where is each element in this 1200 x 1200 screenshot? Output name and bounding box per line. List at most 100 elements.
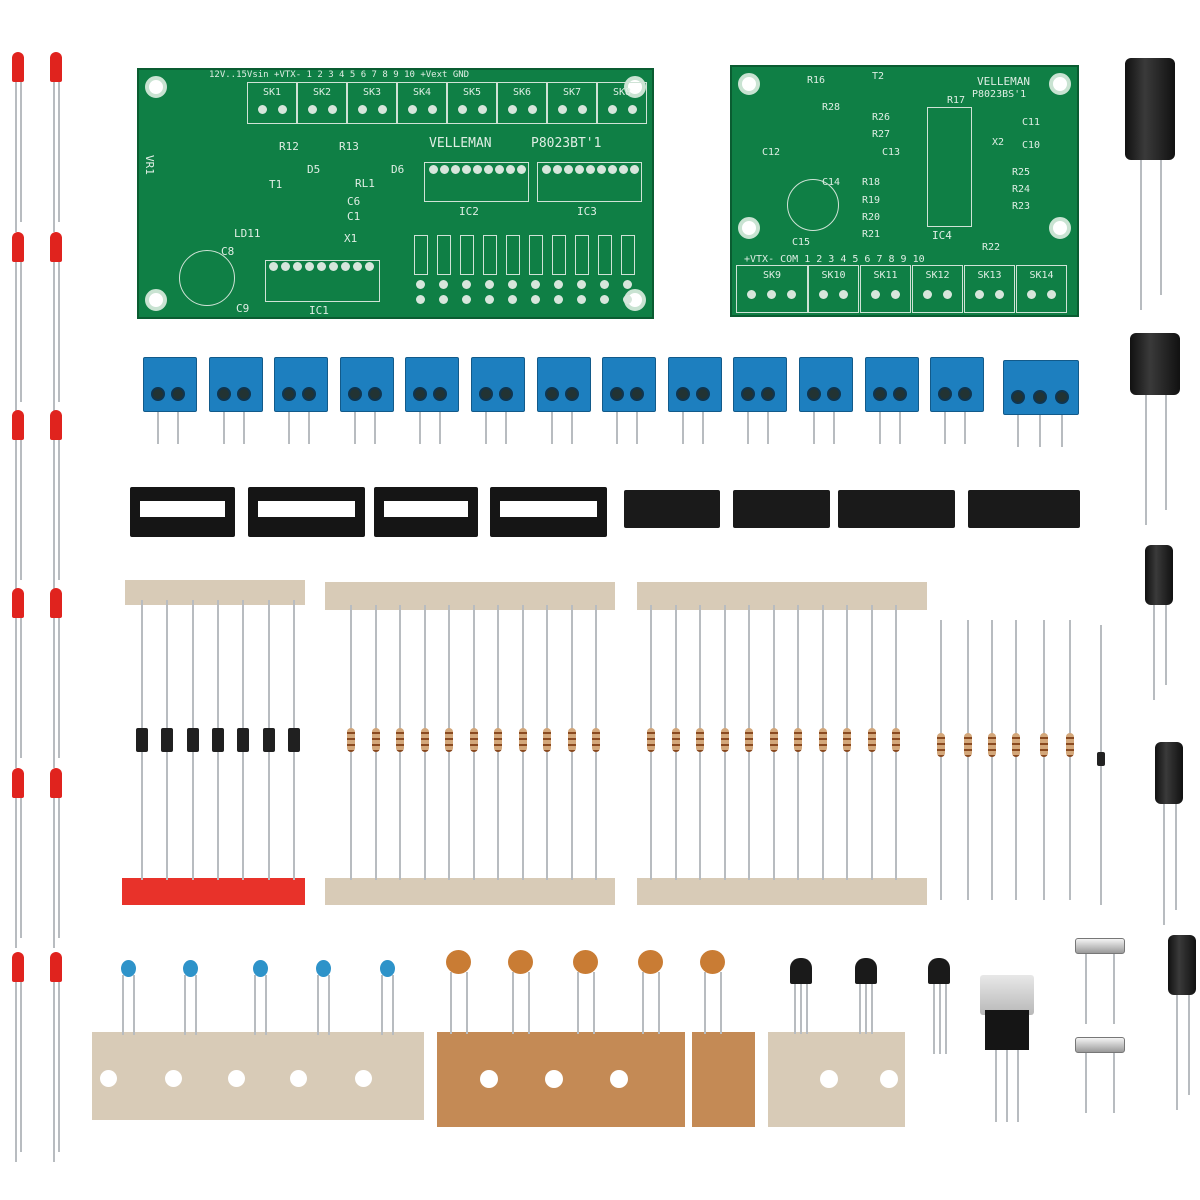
pad [575, 165, 584, 174]
transistor-lead [806, 984, 808, 1034]
terminal-body [799, 357, 853, 412]
electrolytic-capacitor [1130, 333, 1180, 525]
led-lead [53, 440, 55, 590]
screw [1055, 390, 1069, 404]
transistor-lead [794, 984, 796, 1034]
pad [1027, 290, 1036, 299]
terminal-body [143, 357, 197, 412]
part-label: C12 [762, 147, 781, 158]
screw [807, 387, 821, 401]
connector-footprint: SK6 [497, 82, 547, 124]
screw [302, 387, 317, 401]
red-led [12, 232, 26, 422]
terminal-pin [878, 412, 881, 444]
pad [462, 280, 471, 289]
diode-body [237, 728, 250, 752]
pad [597, 165, 606, 174]
screw [216, 387, 231, 401]
diode-body [136, 728, 148, 752]
to92-transistor [855, 958, 877, 984]
label-c1: C1 [347, 210, 361, 223]
led-lead [58, 82, 60, 222]
resistor-body [518, 728, 527, 752]
led-lead [15, 982, 17, 1162]
red-led [50, 588, 64, 778]
led-lead [53, 982, 55, 1162]
diode-tape-top [125, 580, 305, 605]
terminal-pin [616, 412, 619, 444]
resistor-body [1066, 733, 1074, 757]
capacitor-lead [1176, 995, 1179, 1110]
terminal-pin [419, 412, 422, 444]
resistor-footprint [506, 235, 520, 275]
terminal-body [864, 357, 919, 412]
pad [630, 165, 639, 174]
screw [236, 387, 251, 401]
pad [428, 105, 437, 114]
ic-socket [130, 487, 235, 537]
crystal-lead [1085, 1053, 1087, 1113]
terminal-block-2pin [667, 357, 724, 447]
led-body [50, 410, 62, 440]
part-label: R23 [1012, 201, 1031, 212]
diode-body [211, 728, 224, 752]
screw [741, 387, 756, 401]
ic2-footprint [424, 162, 529, 202]
resistor-body [469, 728, 478, 752]
screw [499, 387, 513, 401]
resistor-footprint [460, 235, 474, 275]
tape-hole [165, 1070, 182, 1087]
led-body [12, 232, 24, 262]
ic-chip [838, 490, 955, 528]
terminal-pin [681, 412, 684, 444]
pad [553, 165, 562, 174]
transistor-lead [800, 984, 802, 1034]
screw [695, 387, 710, 401]
tape-hole [355, 1070, 372, 1087]
transistor-lead [933, 984, 935, 1054]
pad [416, 295, 425, 304]
transistor-lead [939, 984, 941, 1054]
red-led [50, 52, 64, 242]
terminal-block-2pin [208, 357, 265, 447]
pad [485, 280, 494, 289]
pad [365, 262, 374, 271]
resistor-lead [940, 620, 942, 900]
tape-hole [545, 1070, 563, 1088]
resistor-body [445, 728, 453, 752]
capacitor-lead [704, 972, 706, 1034]
resistor-footprint [437, 235, 451, 275]
terminal-block-2pin [602, 357, 658, 447]
part-label: R19 [862, 195, 881, 206]
ceramic-capacitor-tape [692, 1032, 755, 1127]
label-d5: D5 [307, 163, 321, 176]
capacitor-lead [1153, 605, 1156, 700]
resistor-footprint [529, 235, 543, 275]
screw [1033, 390, 1047, 404]
screw [827, 387, 841, 401]
resistor-body [745, 728, 753, 752]
capacitor-lead [133, 975, 135, 1035]
screw [479, 387, 493, 401]
terminal-body [208, 357, 263, 412]
pad [628, 105, 637, 114]
resistor-footprint [598, 235, 612, 275]
resistor-body [794, 728, 802, 752]
pad [542, 165, 551, 174]
led-lead [58, 440, 60, 580]
resistor-footprint [414, 235, 428, 275]
pad [473, 165, 482, 174]
screw [367, 387, 382, 401]
part-label: R26 [872, 112, 891, 123]
pcb-brand: VELLEMAN [977, 75, 1030, 88]
part-label: R18 [862, 177, 881, 188]
capacitor-body [1130, 333, 1180, 395]
terminal-body [339, 357, 394, 412]
pad [341, 262, 350, 271]
resistor-body [671, 728, 680, 752]
red-led [50, 952, 64, 1162]
part-label: R27 [872, 129, 891, 140]
pad [258, 105, 267, 114]
terminal-pin [308, 412, 311, 444]
screw [872, 387, 887, 401]
